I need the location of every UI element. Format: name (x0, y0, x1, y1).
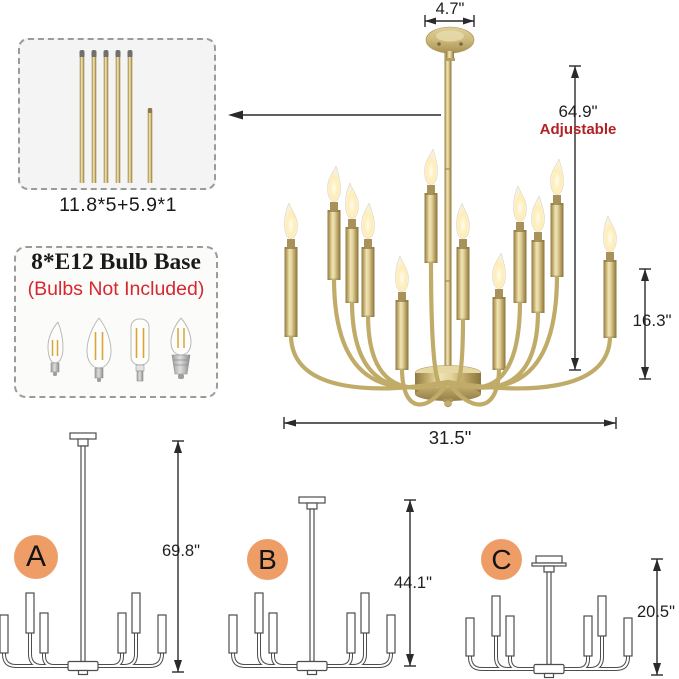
downrod (444, 48, 452, 378)
tubular-bulb-icon (130, 318, 150, 382)
config-b-drawing (227, 496, 397, 677)
rods-length-label: 11.8*5+5.9*1 (59, 194, 177, 216)
dimension-lines (172, 15, 663, 676)
config-c-height-label: 20.5" (637, 603, 675, 621)
candle-bulb-metal-base-icon (170, 317, 192, 379)
candle-height-label: 16.3" (632, 311, 672, 330)
fixture-width-label: 31.5" (428, 427, 472, 448)
adjustable-height-label: 64.9" (558, 102, 598, 121)
flame-tip-candelabra-bulb-icon (47, 321, 64, 376)
downrod-parts-icon (79, 50, 153, 183)
adjustable-text: Adjustable (539, 121, 617, 138)
config-c-badge: C (481, 539, 522, 580)
config-a-drawing (0, 432, 168, 677)
candle-light (361, 202, 451, 390)
bulbs-not-included-note: (Bulbs Not Included) (27, 278, 205, 300)
config-b-badge: B (247, 539, 288, 580)
candle-light (424, 148, 451, 390)
config-c-drawing (464, 555, 634, 679)
torpedo-candle-bulb-icon (86, 317, 112, 382)
config-a-badge: A (14, 535, 58, 579)
config-a-height-label: 69.8" (162, 542, 200, 560)
ceiling-canopy (425, 26, 475, 61)
canopy-width-label: 4.7" (435, 0, 465, 18)
bulb-icons (47, 317, 192, 382)
candle-light (395, 255, 451, 407)
candle-light (445, 215, 617, 391)
bulb-base-title: 8*E12 Bulb Base (31, 249, 201, 275)
config-b-height-label: 44.1" (394, 574, 432, 592)
